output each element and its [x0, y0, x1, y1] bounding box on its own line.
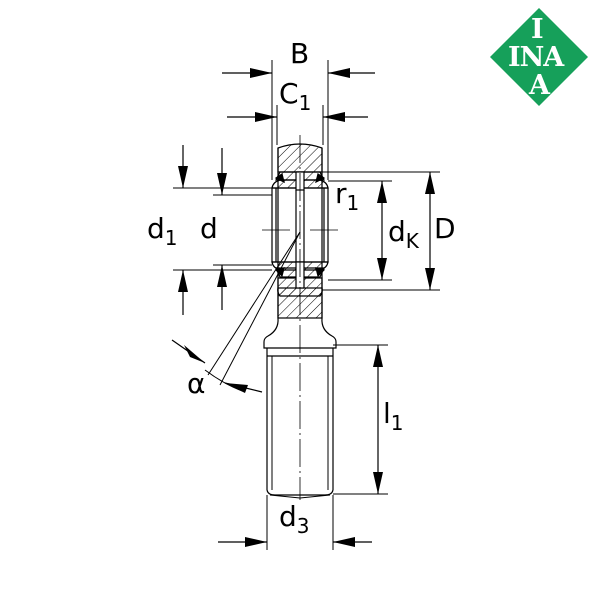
label-d3-sub: 3 [296, 514, 310, 538]
logo-letter-bottom: A [529, 70, 550, 101]
center-lines [262, 135, 338, 500]
logo-letter-top: I [531, 14, 544, 45]
label-d1: d1 [147, 212, 178, 250]
label-alpha-text: α [187, 367, 206, 400]
label-C1-sub: 1 [298, 91, 312, 115]
label-r1: r1 [335, 177, 360, 215]
dimension-dK [328, 180, 392, 281]
label-C1: C1 [279, 77, 312, 115]
dimension-D [322, 171, 440, 291]
label-l1-sub: 1 [390, 411, 404, 435]
label-d1-sub: 1 [164, 226, 178, 250]
dimension-l1 [333, 344, 388, 495]
label-dK-sub: K [405, 229, 419, 253]
label-B: B [290, 40, 309, 68]
ina-logo: I INA A [490, 8, 588, 106]
label-r1-sub: 1 [346, 191, 360, 215]
label-D-text: D [434, 212, 456, 245]
label-l1: l1 [383, 397, 404, 435]
label-d3-main: d [279, 500, 297, 533]
label-dK-main: d [388, 215, 406, 248]
logo-diamond-icon [490, 8, 588, 106]
label-d-text: d [200, 212, 218, 245]
label-dK: dK [388, 215, 419, 253]
logo-letters-middle: INA [508, 42, 564, 73]
dimension-d3 [218, 495, 372, 550]
dimension-B [222, 60, 375, 180]
label-B-text: B [290, 37, 310, 70]
dimension-alpha [171, 231, 301, 393]
dimension-d [213, 148, 272, 310]
label-d: d [200, 215, 218, 243]
label-C1-main: C [279, 77, 299, 110]
dimension-C1 [227, 105, 368, 145]
label-alpha: α [187, 370, 205, 398]
label-d1-main: d [147, 212, 165, 245]
label-r1-main: r [335, 177, 347, 210]
label-D: D [434, 215, 456, 243]
label-l1-main: l [383, 397, 391, 430]
label-d3: d3 [279, 500, 310, 538]
